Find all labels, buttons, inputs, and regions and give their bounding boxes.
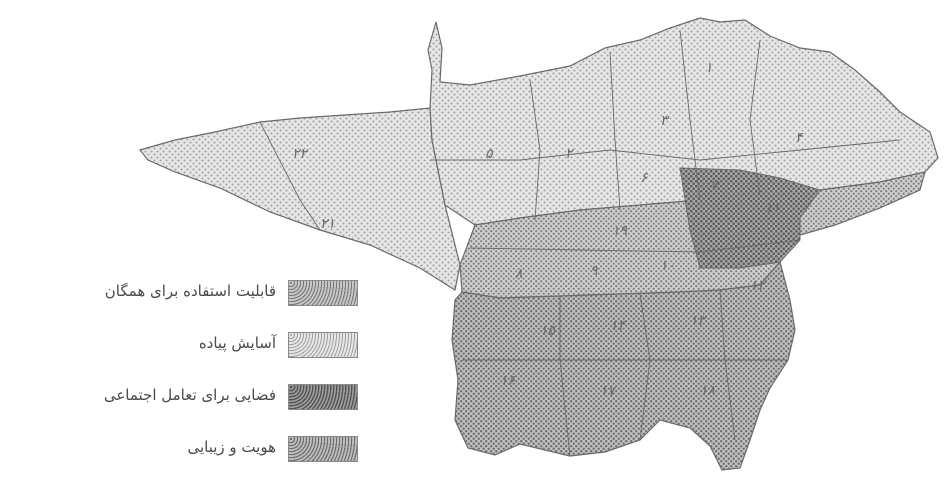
district-label: ۱۸ — [700, 383, 716, 399]
district-label: ۸ — [515, 266, 523, 282]
district-label: ۱۶ — [500, 373, 517, 389]
district-label: ۱۹ — [612, 223, 628, 239]
district-label: ۱۷ — [600, 383, 618, 399]
district-label: ۴ — [795, 130, 804, 146]
district-boundaries — [259, 29, 901, 457]
legend-swatch — [288, 384, 358, 410]
legend-item-social-interaction: فضایی برای تعامل اجتماعی — [0, 382, 372, 412]
district-label: ۱۱ — [765, 200, 780, 216]
legend-item-universal-use: قابلیت استفاده برای همگان — [0, 278, 372, 308]
legend-swatch — [288, 436, 358, 462]
region-west — [138, 107, 461, 291]
district-label: ۱۴ — [610, 318, 627, 334]
district-label: ۷ — [710, 178, 720, 194]
legend-item-pedestrian-comfort: آسایش پیاده — [0, 330, 372, 360]
district-label: ۲۱ — [320, 216, 335, 232]
district-label: ۵ — [485, 146, 494, 162]
district-label: ۱۵ — [540, 323, 557, 339]
district-label: ۱ — [705, 60, 713, 76]
district-labels: ۲۲ ۵ ۲ ۱ ۳ ۴ ۲۱ ۶ ۷ ۸ ۹ ۱۰ ۱۱ ۱۲ ۱۳ ۱۴ ۱… — [292, 60, 804, 399]
district-label: ۱۰ — [660, 258, 675, 274]
district-label: ۱۳ — [690, 313, 708, 329]
district-label: ۳ — [660, 113, 670, 129]
legend-label: هویت و زیبایی — [187, 438, 276, 456]
legend-swatch — [288, 280, 358, 306]
district-label: ۱۲ — [750, 278, 768, 294]
legend-label: فضایی برای تعامل اجتماعی — [103, 386, 276, 404]
legend-item-identity-beauty: هویت و زیبایی — [0, 434, 372, 464]
legend-label: آسایش پیاده — [198, 334, 276, 352]
district-label: ۲ — [565, 146, 575, 162]
district-label: ۲۲ — [292, 146, 310, 162]
legend-label: قابلیت استفاده برای همگان — [104, 282, 276, 300]
legend-swatch — [288, 332, 358, 358]
district-label: ۶ — [640, 170, 649, 186]
district-label: ۹ — [590, 263, 598, 279]
